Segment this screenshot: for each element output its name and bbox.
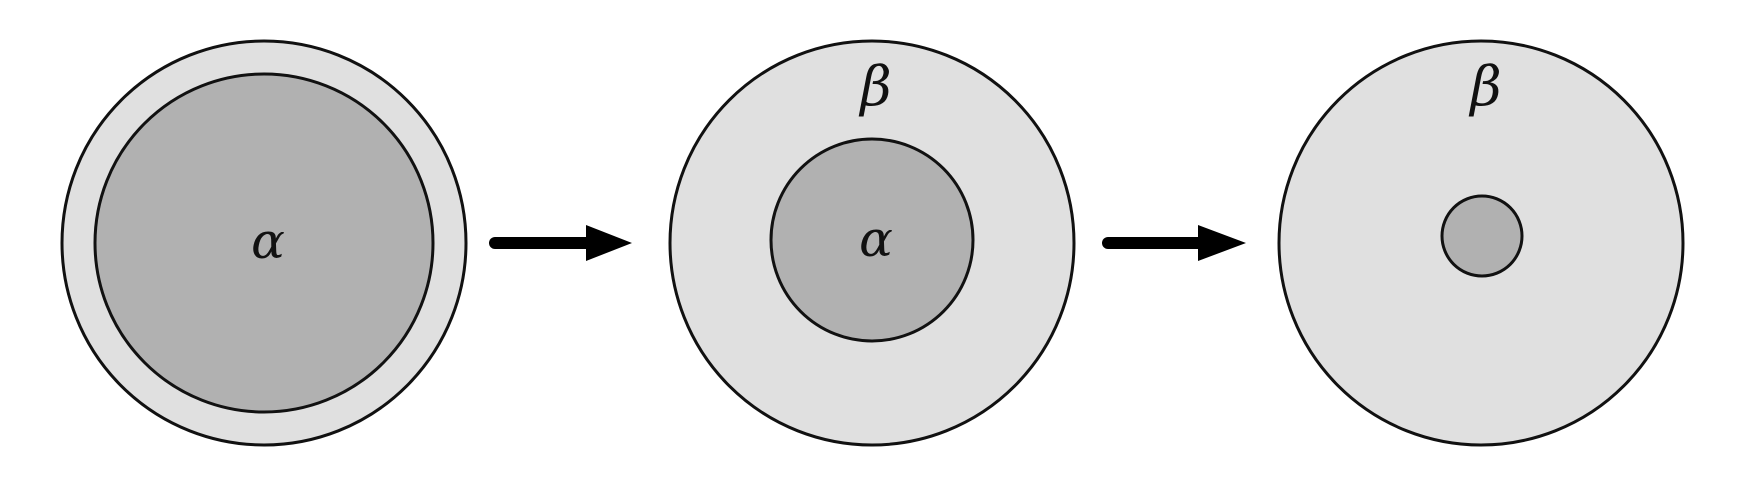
panel-3-inner-circle (1440, 194, 1524, 278)
arrow-2 (1102, 225, 1246, 261)
panel-1-inner-label: α (251, 212, 285, 270)
arrow-1-head (586, 225, 632, 261)
panel-2-inner-circle (769, 137, 975, 343)
panel-1: α (60, 39, 468, 447)
panel-2: β α (668, 39, 1076, 447)
arrow-2-head (1198, 225, 1246, 261)
arrow-1 (489, 225, 632, 261)
panel-3-outer-label: β (1468, 55, 1501, 118)
panel-3: β (1277, 39, 1685, 447)
panel-1-inner-circle (93, 72, 435, 414)
panel-2-inner-label: α (859, 210, 893, 268)
panel-2-outer-label: β (858, 55, 891, 118)
